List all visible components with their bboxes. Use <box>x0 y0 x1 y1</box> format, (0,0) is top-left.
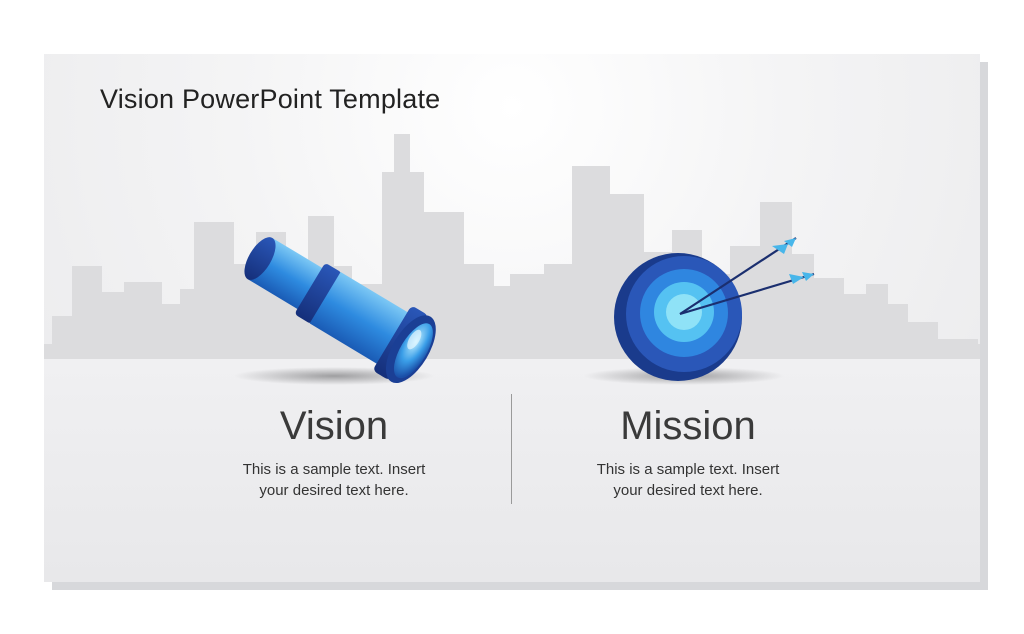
target-with-arrows-icon <box>584 237 815 385</box>
mission-heading[interactable]: Mission <box>620 404 756 448</box>
telescope-icon <box>234 237 436 385</box>
slide[interactable]: Vision PowerPoint Template <box>44 54 980 582</box>
mission-body-text[interactable]: This is a sample text. Insert your desir… <box>558 459 818 501</box>
mission-body-line-2: your desired text here. <box>613 482 763 499</box>
mission-body-line-1: This is a sample text. Insert <box>596 461 780 478</box>
vision-body-line-1: This is a sample text. Insert <box>242 461 426 478</box>
slide-title[interactable]: Vision PowerPoint Template <box>100 84 441 114</box>
illustrations <box>234 237 815 385</box>
vision-heading[interactable]: Vision <box>279 404 389 448</box>
column-divider <box>511 394 512 504</box>
vision-body-text[interactable]: This is a sample text. Insert your desir… <box>204 459 464 501</box>
ground-band <box>44 359 980 582</box>
vision-body-line-2: your desired text here. <box>259 482 409 499</box>
